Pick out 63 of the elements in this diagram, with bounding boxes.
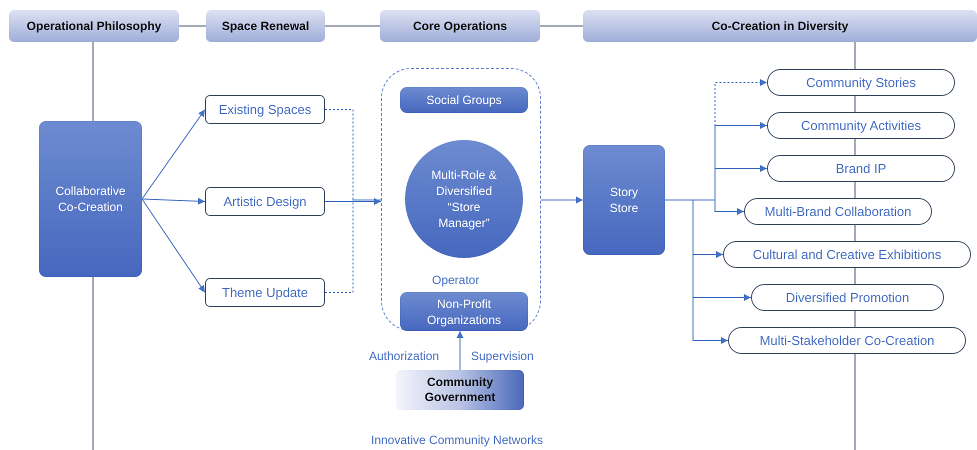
annotation-text: Authorization bbox=[369, 348, 440, 365]
header-text: Space Renewal bbox=[222, 18, 310, 34]
annotation-text: Innovative Community Networks bbox=[371, 432, 544, 449]
box-text: Existing Spaces bbox=[218, 100, 312, 119]
box-text: Community Government bbox=[424, 375, 496, 405]
process-box bbox=[400, 292, 528, 331]
pill-text: Multi-Stakeholder Co-Creation bbox=[760, 332, 934, 350]
pill-text: Brand IP bbox=[836, 160, 886, 178]
arrow bbox=[456, 330, 464, 370]
box-text: Story Store bbox=[608, 184, 640, 216]
arrow bbox=[540, 196, 584, 204]
connector-line bbox=[854, 268, 856, 284]
header-text: Operational Philosophy bbox=[26, 18, 162, 34]
box-text: Social Groups bbox=[426, 92, 502, 108]
process-box bbox=[205, 278, 325, 307]
pill-box bbox=[767, 112, 955, 139]
process-box bbox=[396, 370, 524, 410]
box-text: Artistic Design bbox=[223, 192, 307, 211]
connector-line bbox=[854, 96, 856, 112]
arrow bbox=[664, 200, 728, 344]
connector-line bbox=[324, 200, 382, 293]
process-box bbox=[400, 87, 528, 113]
group-frame bbox=[381, 68, 541, 331]
connector-line bbox=[854, 310, 856, 328]
pill-box bbox=[728, 327, 966, 354]
box-text: Collaborative Co-Creation bbox=[54, 183, 127, 215]
pill-text: Cultural and Creative Exhibitions bbox=[752, 246, 942, 264]
box-text: Theme Update bbox=[222, 284, 308, 302]
process-box bbox=[583, 145, 665, 255]
connector-line bbox=[854, 224, 856, 242]
annotation-text: Supervision bbox=[471, 348, 534, 365]
pill-text: Community Stories bbox=[806, 74, 916, 92]
header-box bbox=[9, 10, 179, 42]
process-box bbox=[39, 121, 142, 277]
pill-box bbox=[744, 198, 932, 225]
pill-text: Community Activities bbox=[801, 116, 921, 135]
header-box bbox=[583, 10, 977, 42]
pill-text: Multi-Brand Collaboration bbox=[764, 202, 912, 221]
connector-line bbox=[854, 182, 856, 198]
connector-line bbox=[854, 42, 856, 70]
connector-line bbox=[854, 354, 856, 450]
header-box bbox=[206, 10, 325, 42]
connector-line bbox=[324, 109, 382, 200]
process-box bbox=[205, 95, 325, 124]
pill-box bbox=[767, 69, 955, 96]
annotation-text: Operator bbox=[432, 272, 480, 289]
arrow bbox=[142, 198, 206, 205]
arrow bbox=[142, 198, 206, 293]
arrow bbox=[324, 198, 382, 205]
header-text: Core Operations bbox=[412, 18, 508, 34]
process-box bbox=[205, 187, 325, 216]
connector-line bbox=[854, 138, 856, 156]
header-text: Co-Creation in Diversity bbox=[712, 18, 848, 34]
pill-box bbox=[751, 284, 944, 311]
header-box bbox=[380, 10, 540, 42]
connector-line bbox=[92, 276, 94, 450]
pill-text: Diversified Promotion bbox=[786, 288, 910, 307]
arrow bbox=[142, 109, 206, 200]
pill-box bbox=[723, 241, 971, 268]
circle-text: Multi-Role & Diversified “Store Manager” bbox=[430, 167, 498, 231]
pill-box bbox=[767, 155, 955, 182]
box-text: Non-Profit Organizations bbox=[426, 296, 502, 328]
connector-line bbox=[92, 42, 94, 122]
